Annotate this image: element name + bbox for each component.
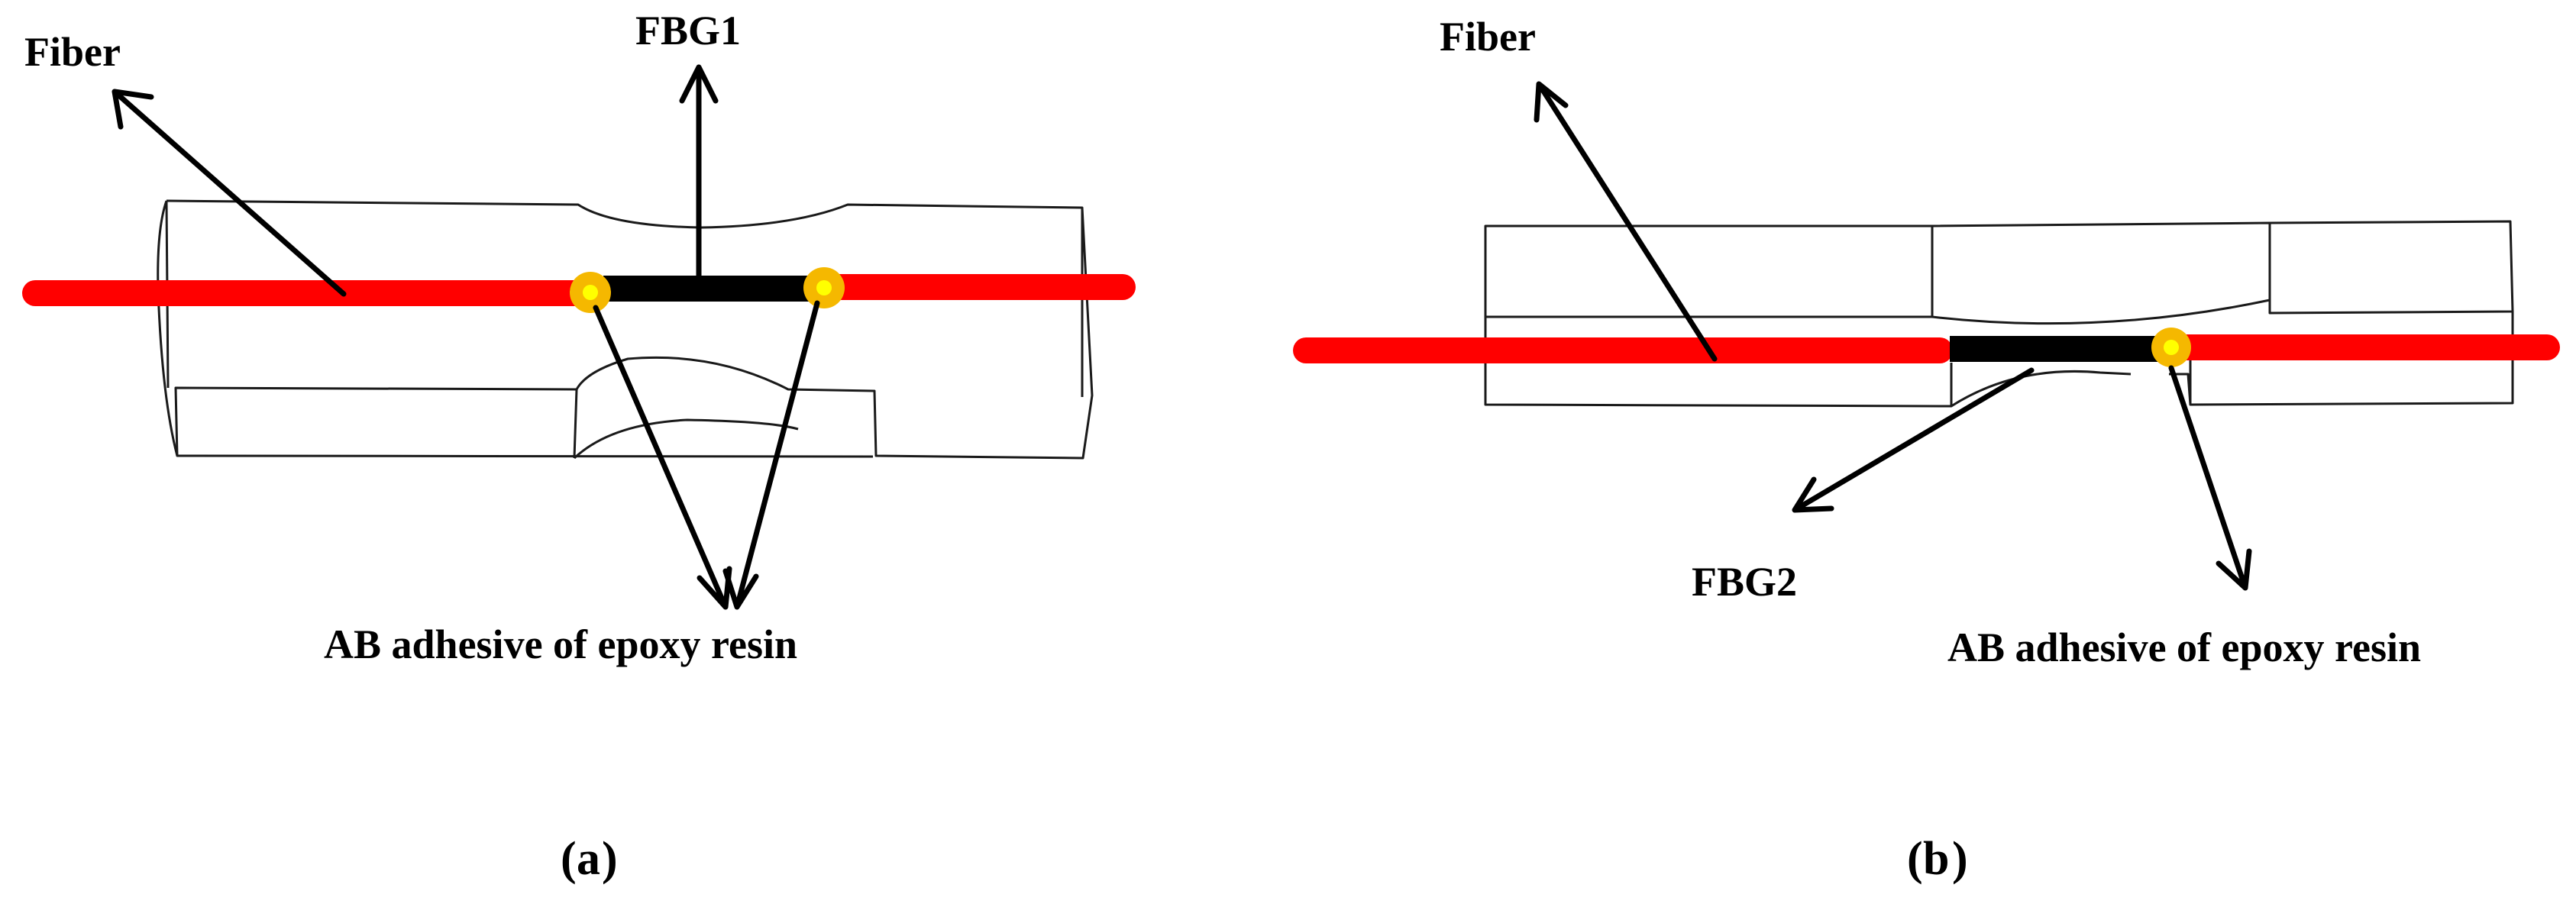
caption-b-open: ( (1907, 833, 1923, 885)
adhesive-core-right (816, 280, 832, 295)
specimen-b (1484, 220, 2514, 408)
fiber-label-a: Fiber (24, 29, 121, 75)
adhesive-label-b: AB adhesive of epoxy resin (1947, 625, 2421, 670)
fiber-b (1293, 334, 2560, 363)
arrows-a (112, 64, 820, 610)
fbg1-label: FBG1 (635, 8, 741, 53)
panel-b: Fiber FBG2 AB adhesive of epoxy resin ( … (1293, 14, 2560, 885)
fbg2-arrow (1792, 367, 2035, 513)
caption-a-letter: a (577, 833, 600, 885)
fiber-a (22, 274, 1136, 306)
fiber-arrow-a (112, 89, 347, 297)
caption-a-close: ) (602, 833, 618, 885)
adhesive-points-a (570, 267, 845, 313)
caption-a-open: ( (561, 833, 577, 885)
adhesive-core-left (583, 285, 598, 300)
adhesive-arrow-a-right (722, 300, 820, 610)
fiber-label-b: Fiber (1440, 14, 1536, 60)
adhesive-points-b (2151, 328, 2191, 367)
adhesive-core-b (2164, 340, 2179, 355)
caption-b-letter: b (1923, 833, 1949, 885)
fbg2-label: FBG2 (1692, 559, 1797, 605)
panel-a: Fiber FBG1 AB adhesive of epoxy resin ( … (22, 8, 1136, 885)
caption-b-close: ) (1952, 833, 1968, 885)
specimen-a (157, 199, 1094, 460)
adhesive-label-a: AB adhesive of epoxy resin (324, 621, 797, 667)
fbg1-arrow (679, 64, 719, 279)
arrows-b (1534, 81, 2252, 591)
adhesive-arrow-b (2168, 365, 2252, 591)
fiber-arrow-b (1534, 81, 1718, 362)
